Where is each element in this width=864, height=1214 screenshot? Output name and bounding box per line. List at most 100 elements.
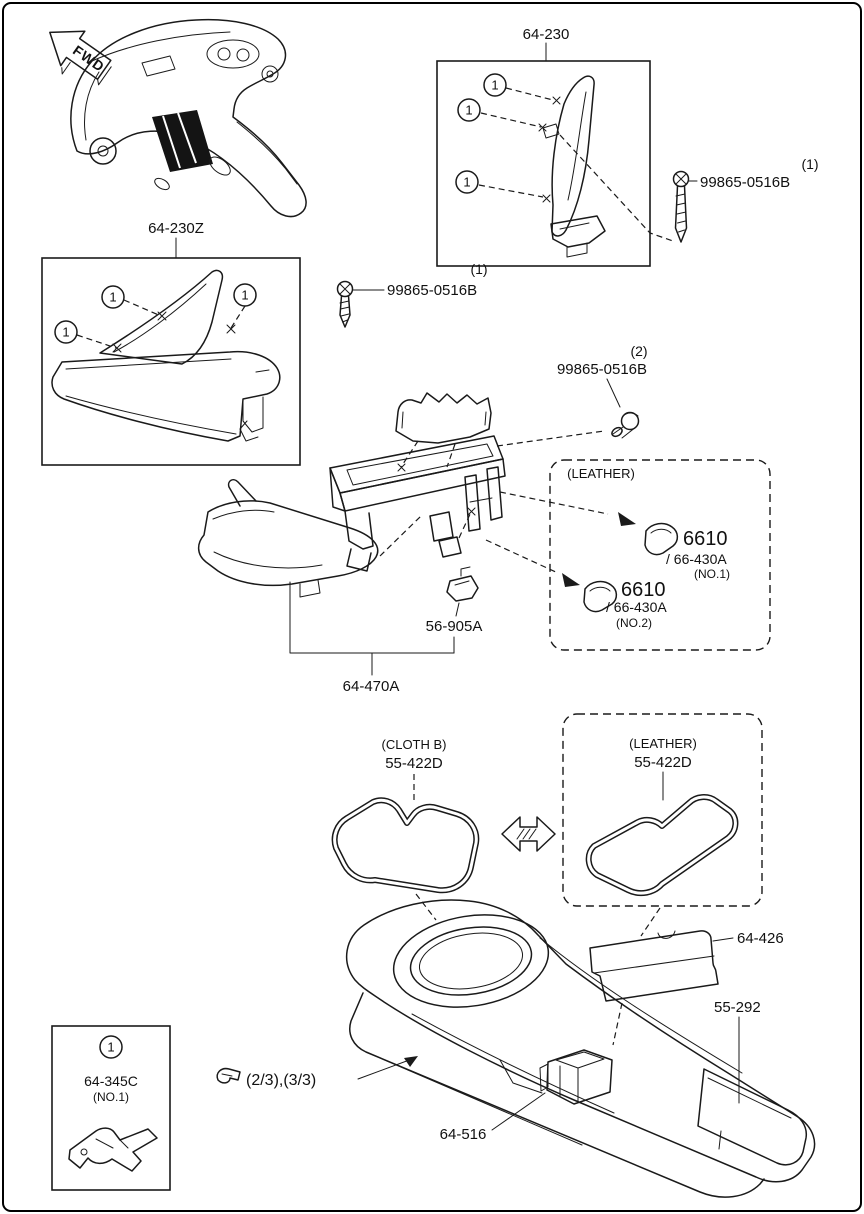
side-panel-bottom-inner: [65, 395, 237, 435]
gauge-dial-right: [236, 48, 250, 62]
side-box-frame: [41, 257, 301, 466]
clip-label-line-top: [455, 602, 460, 617]
pillar-clip-detail: [542, 123, 560, 139]
pillar-bracket-foot: [566, 242, 588, 258]
bracket-cross-brace: [469, 497, 493, 503]
cloth-to-console-dash: [415, 893, 437, 921]
cap1-part: 6610: [683, 528, 728, 550]
cap2-arrow: [562, 573, 580, 587]
side-trim-panel: [51, 350, 281, 442]
cap2-drawing: [583, 580, 618, 613]
bracket-64516-label-line: [491, 1092, 546, 1131]
callout-1: 1: [455, 170, 479, 194]
callout-number: 1: [465, 103, 472, 118]
cloth-material: (CLOTH B): [382, 737, 447, 752]
callout-1: 1: [99, 1035, 123, 1059]
gauge-hood: [206, 39, 260, 69]
callout-number: 1: [62, 325, 69, 340]
cap2-part: 6610: [621, 579, 666, 601]
screw-shaft: [674, 185, 688, 243]
leather-material: (LEATHER): [629, 736, 697, 751]
center-stack-shaded: [152, 110, 213, 172]
assembly-dash-4: [458, 511, 472, 539]
bracket-leg-1: [464, 474, 481, 532]
side-bracket-detail-1: [242, 396, 264, 433]
pillar-box-frame: [436, 60, 651, 267]
variant-note-text: (2/3),(3/3): [246, 1072, 316, 1089]
clip-64345c-box: 1 64-345C (NO.1): [51, 1025, 171, 1191]
bracket-label-lines: [289, 581, 455, 676]
screw-right-part: 99865-0516B: [700, 174, 790, 191]
pillar-trim-section: 64-230 1 1 1: [436, 26, 674, 267]
windshield-base-line: [91, 31, 231, 62]
cap1-leader-dash: [499, 491, 609, 515]
side-panel-top-inner: [65, 358, 232, 370]
shifter-bezel: [209, 156, 231, 176]
attach-x-3: [542, 194, 551, 203]
console-skirt: [349, 992, 765, 1198]
callout-number: 1: [463, 175, 470, 190]
console-outline: [345, 899, 816, 1183]
bracket-64470a-part: 64-470A: [343, 678, 400, 695]
vent-right-inner: [266, 70, 274, 78]
push-pin-collar: [611, 426, 623, 438]
cap2-leader-dash: [485, 539, 559, 574]
callout-number: 1: [241, 288, 248, 303]
push-pin-head-arc: [622, 412, 639, 417]
leather-to-console-dash: [640, 907, 661, 937]
boot-ring-inner: [418, 932, 524, 990]
clip-56905a-inner: [454, 580, 470, 586]
vent-right: [261, 65, 279, 83]
leather-caps-box: (LEATHER) 6610 / 66-430A (NO.1) 6610 / 6…: [485, 459, 771, 651]
attach-x-6: [112, 343, 122, 353]
attach-x-2: [538, 123, 547, 132]
center-stack-highlight-1: [162, 115, 181, 169]
callout-number: 1: [109, 290, 116, 305]
assembly-dash-1: [400, 440, 419, 468]
screw-left-qty: (1): [470, 261, 487, 277]
cap1-drawing: [644, 522, 679, 556]
callout-1: 1: [54, 320, 78, 344]
fastener-mid-part: 99865-0516B: [557, 361, 647, 378]
gauge-dial-left: [217, 47, 231, 61]
leader-dash-3: [478, 184, 544, 198]
lower-trim-horn: [227, 479, 257, 507]
cap1-inner-line: [650, 528, 672, 534]
callout-1: 1: [483, 73, 507, 97]
callout-circle: [457, 98, 481, 122]
variant-arrowhead: [404, 1056, 418, 1067]
cap1-no: (NO.1): [694, 567, 730, 581]
side-trim-fin: [99, 269, 224, 365]
cap1-sub: / 66-430A: [666, 551, 727, 567]
clip-box-frame: [51, 1025, 171, 1191]
screw-left-part: 99865-0516B: [387, 282, 477, 299]
lower-trim-inner-1: [213, 551, 323, 569]
fastener-dash-to-bracket: [496, 430, 605, 447]
side-trim-fin-inner: [113, 283, 207, 353]
callout-circle: [483, 73, 507, 97]
attach-x-4: [157, 311, 167, 321]
pillar-bottom-bracket: [550, 215, 606, 248]
lower-trim-outline: [197, 500, 379, 587]
pillar-bracket-inner: [559, 222, 590, 230]
bracket-foot-1: [429, 511, 454, 542]
side-box-label: 64-230Z: [148, 220, 204, 237]
screw-cross-slot: [676, 174, 686, 184]
bracket-upper-wing: [395, 392, 492, 444]
bracket-64516-drawing: [546, 1049, 613, 1105]
clip-56905a-drawing: [446, 575, 479, 602]
leader-dash-6: [76, 334, 117, 349]
clip-56905a-tab: [460, 566, 471, 577]
leather-caps-title: (LEATHER): [567, 466, 635, 481]
console-sweep-1: [539, 937, 743, 1074]
attach-x-5: [226, 324, 236, 334]
attach-x-8: [467, 507, 476, 516]
screw-cross-slot: [339, 283, 351, 295]
side-trim-section: 64-230Z 1 1 1: [41, 220, 301, 466]
bracket-left-column: [344, 510, 374, 550]
bracket-left-wall: [329, 467, 346, 512]
callout-1: 1: [457, 98, 481, 122]
cloth-panel-section: (CLOTH B) 55-422D: [331, 737, 480, 921]
dashboard-assembly-drawing: [70, 18, 307, 218]
